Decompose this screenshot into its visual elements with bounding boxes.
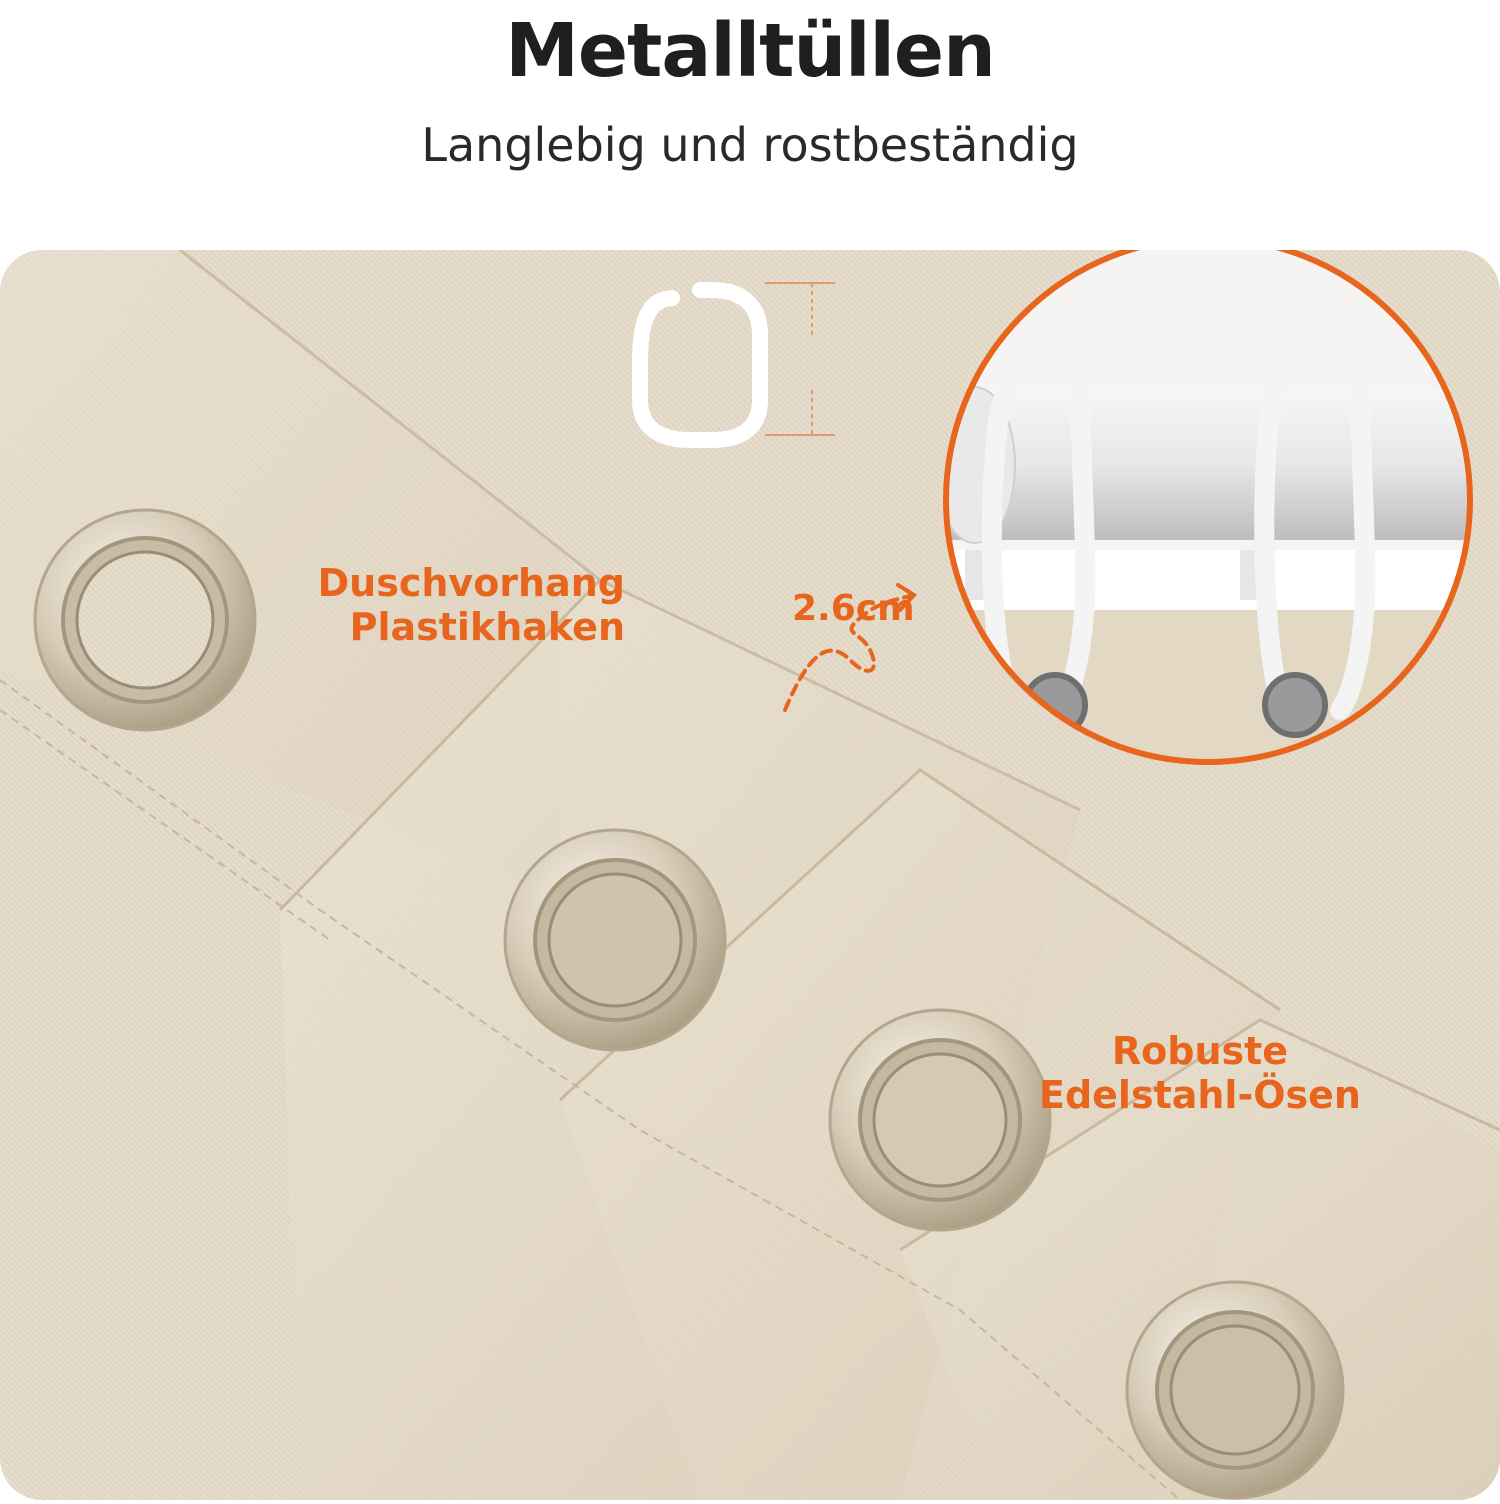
curved-arrow-icon bbox=[783, 583, 918, 712]
eyelet-icon bbox=[828, 1008, 1052, 1232]
eyelet-icon bbox=[1125, 1280, 1345, 1500]
eyelet-label-line2: Edelstahl-Ösen bbox=[1039, 1072, 1361, 1117]
eyelet-label: Robuste Edelstahl-Ösen bbox=[1030, 1029, 1370, 1117]
zoom-inset bbox=[943, 235, 1473, 765]
hook-icon bbox=[632, 282, 768, 448]
eyelet-icon bbox=[33, 508, 257, 732]
page-title: Metalltüllen bbox=[505, 8, 996, 94]
hook-label-line1: Duschvorhang bbox=[317, 561, 625, 605]
curtain-illustration bbox=[0, 235, 1500, 1500]
eyelet-icon bbox=[503, 828, 727, 1052]
eyelet-label-line1: Robuste bbox=[1111, 1029, 1289, 1073]
hook-label: Duschvorhang Plastikhaken bbox=[300, 561, 625, 649]
page-subtitle: Langlebig und rostbeständig bbox=[421, 118, 1079, 172]
hook-label-line2: Plastikhaken bbox=[349, 604, 625, 649]
hook-size-label: 2.6cm bbox=[792, 588, 915, 629]
dimension-marker bbox=[765, 282, 835, 436]
product-photo: Duschvorhang Plastikhaken 2.6cm Robuste … bbox=[0, 235, 1500, 1500]
